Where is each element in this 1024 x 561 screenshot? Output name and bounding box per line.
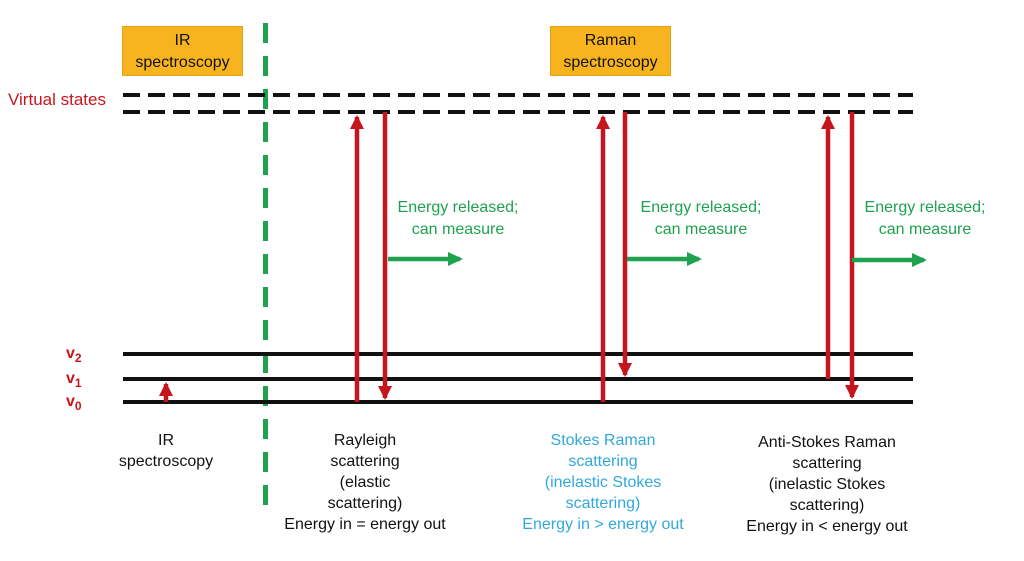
ir-raman-divider-line [263,23,268,513]
v0-label: v0 [66,393,82,414]
caption-antistokes-raman-scattering: Anti-Stokes Raman scattering (inelastic … [746,434,908,535]
v2-label: v2 [66,345,82,366]
v1-label: v1 [66,370,82,391]
caption-ir-spectroscopy: IR spectroscopy [118,432,214,470]
caption-stokes-raman-scattering: Stokes Raman scattering (inelastic Stoke… [522,432,684,533]
virtual-state-line-upper [123,93,913,97]
raman-header-line1: Raman [584,32,637,49]
ir-header-line1: IR [174,32,191,49]
energy-level-v0-line [123,400,913,404]
raman-header-line2: spectroscopy [563,54,658,71]
energy-released-note-rayleigh: Energy released; can measure [397,199,519,238]
raman-spectroscopy-header-box: Raman spectroscopy [550,26,671,76]
ir-spectroscopy-header-box: IR spectroscopy [122,26,243,76]
caption-rayleigh-scattering: Rayleigh scattering (elastic scattering)… [284,432,446,533]
energy-level-v1-line [123,377,913,381]
virtual-state-line-lower [123,110,913,114]
ir-header-line2: spectroscopy [135,54,230,71]
energy-released-note-antistokes: Energy released; can measure [864,199,986,238]
energy-released-note-stokes: Energy released; can measure [640,199,762,238]
energy-level-v2-line [123,352,913,356]
virtual-states-label: Virtual states [8,90,106,109]
